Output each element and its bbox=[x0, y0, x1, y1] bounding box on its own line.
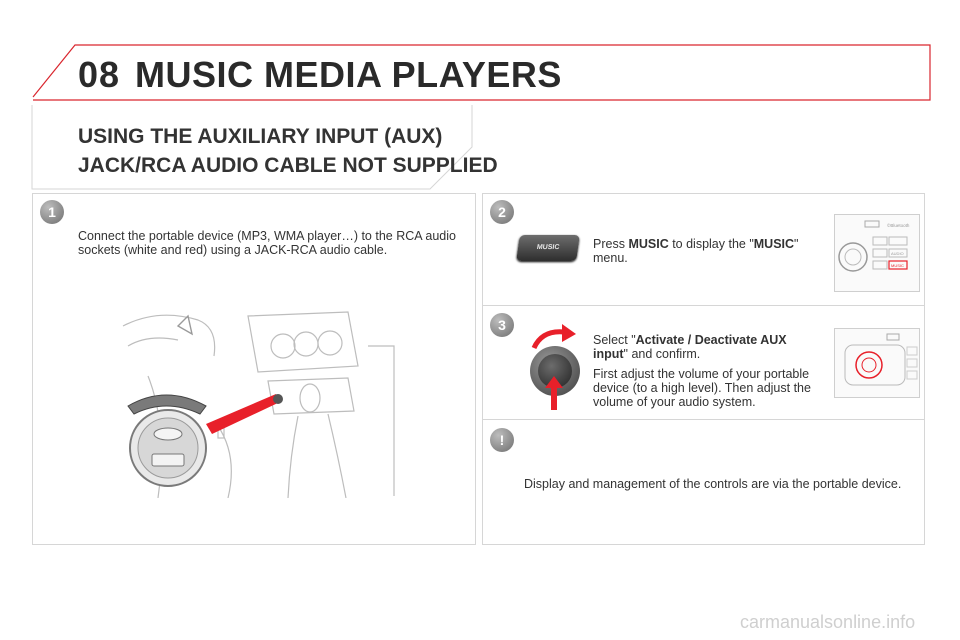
audio-label: AUDIO bbox=[891, 251, 904, 256]
step-2-badge: 2 bbox=[490, 200, 514, 224]
step-1-line2: sockets (white and red) using a JACK-RCA… bbox=[78, 243, 388, 257]
adjust-line1: First adjust the volume of your portable bbox=[593, 367, 810, 381]
warning-text: Display and management of the controls a… bbox=[524, 477, 902, 491]
press-arrow-icon bbox=[545, 376, 563, 410]
select-prefix: Select " bbox=[593, 333, 636, 347]
press-mid: to display the " bbox=[668, 237, 754, 251]
press-key: MUSIC bbox=[628, 237, 669, 251]
step-1-text: Connect the portable device (MP3, WMA pl… bbox=[78, 229, 473, 257]
chapter-title: MUSIC MEDIA PLAYERS bbox=[135, 54, 562, 95]
step-3-text: Select "Activate / Deactivate AUX input"… bbox=[593, 333, 828, 409]
control-panel-drawing-2 bbox=[844, 333, 918, 386]
press-prefix: Press bbox=[593, 237, 629, 251]
select-suffix: " and confirm. bbox=[623, 347, 701, 361]
chapter-number: 08 bbox=[78, 54, 121, 95]
step-3-badge: 3 bbox=[490, 313, 514, 337]
press-suffix: " bbox=[794, 237, 799, 251]
footer-watermark: carmanualsonline.info bbox=[740, 612, 916, 632]
car-interior-illustration bbox=[122, 311, 395, 498]
bluetooth-label: ©Bluetooth bbox=[887, 222, 910, 228]
adjust-line3: volume of your audio system. bbox=[593, 395, 756, 409]
section-title-line2: JACK/RCA AUDIO CABLE NOT SUPPLIED bbox=[78, 154, 498, 177]
select-option: Activate / Deactivate AUX bbox=[635, 333, 787, 347]
divider-step-3-warning bbox=[482, 419, 925, 420]
adjust-line2: device (to a high level). Then adjust th… bbox=[593, 381, 811, 395]
control-panel-drawing-1: ©Bluetooth AUDIO MUSIC bbox=[838, 220, 910, 272]
control-panel-thumb-2 bbox=[834, 328, 920, 398]
section-title-line1: USING THE AUXILIARY INPUT (AUX) bbox=[78, 125, 443, 148]
section-title: USING THE AUXILIARY INPUT (AUX) JACK/RCA… bbox=[78, 122, 498, 180]
divider-step-2-3 bbox=[482, 305, 925, 306]
section-title-frame bbox=[31, 105, 473, 190]
steps-panel bbox=[482, 193, 925, 545]
step-2-text: Press MUSIC to display the "MUSIC" menu. bbox=[593, 237, 823, 265]
warning-badge: ! bbox=[490, 428, 514, 452]
music-button[interactable]: MUSIC bbox=[516, 235, 580, 261]
rotate-arrow-icon bbox=[531, 324, 576, 350]
step-1-badge: 1 bbox=[40, 200, 64, 224]
press-line2: menu. bbox=[593, 251, 628, 265]
step-1-line1: Connect the portable device (MP3, WMA pl… bbox=[78, 229, 456, 243]
control-panel-thumb-1: ©Bluetooth AUDIO MUSIC bbox=[834, 214, 920, 292]
music-label: MUSIC bbox=[891, 263, 904, 268]
select-option-cont: input bbox=[593, 347, 624, 361]
header-frame bbox=[32, 44, 931, 101]
step-1-panel bbox=[32, 193, 476, 545]
press-menu: MUSIC bbox=[753, 237, 795, 251]
